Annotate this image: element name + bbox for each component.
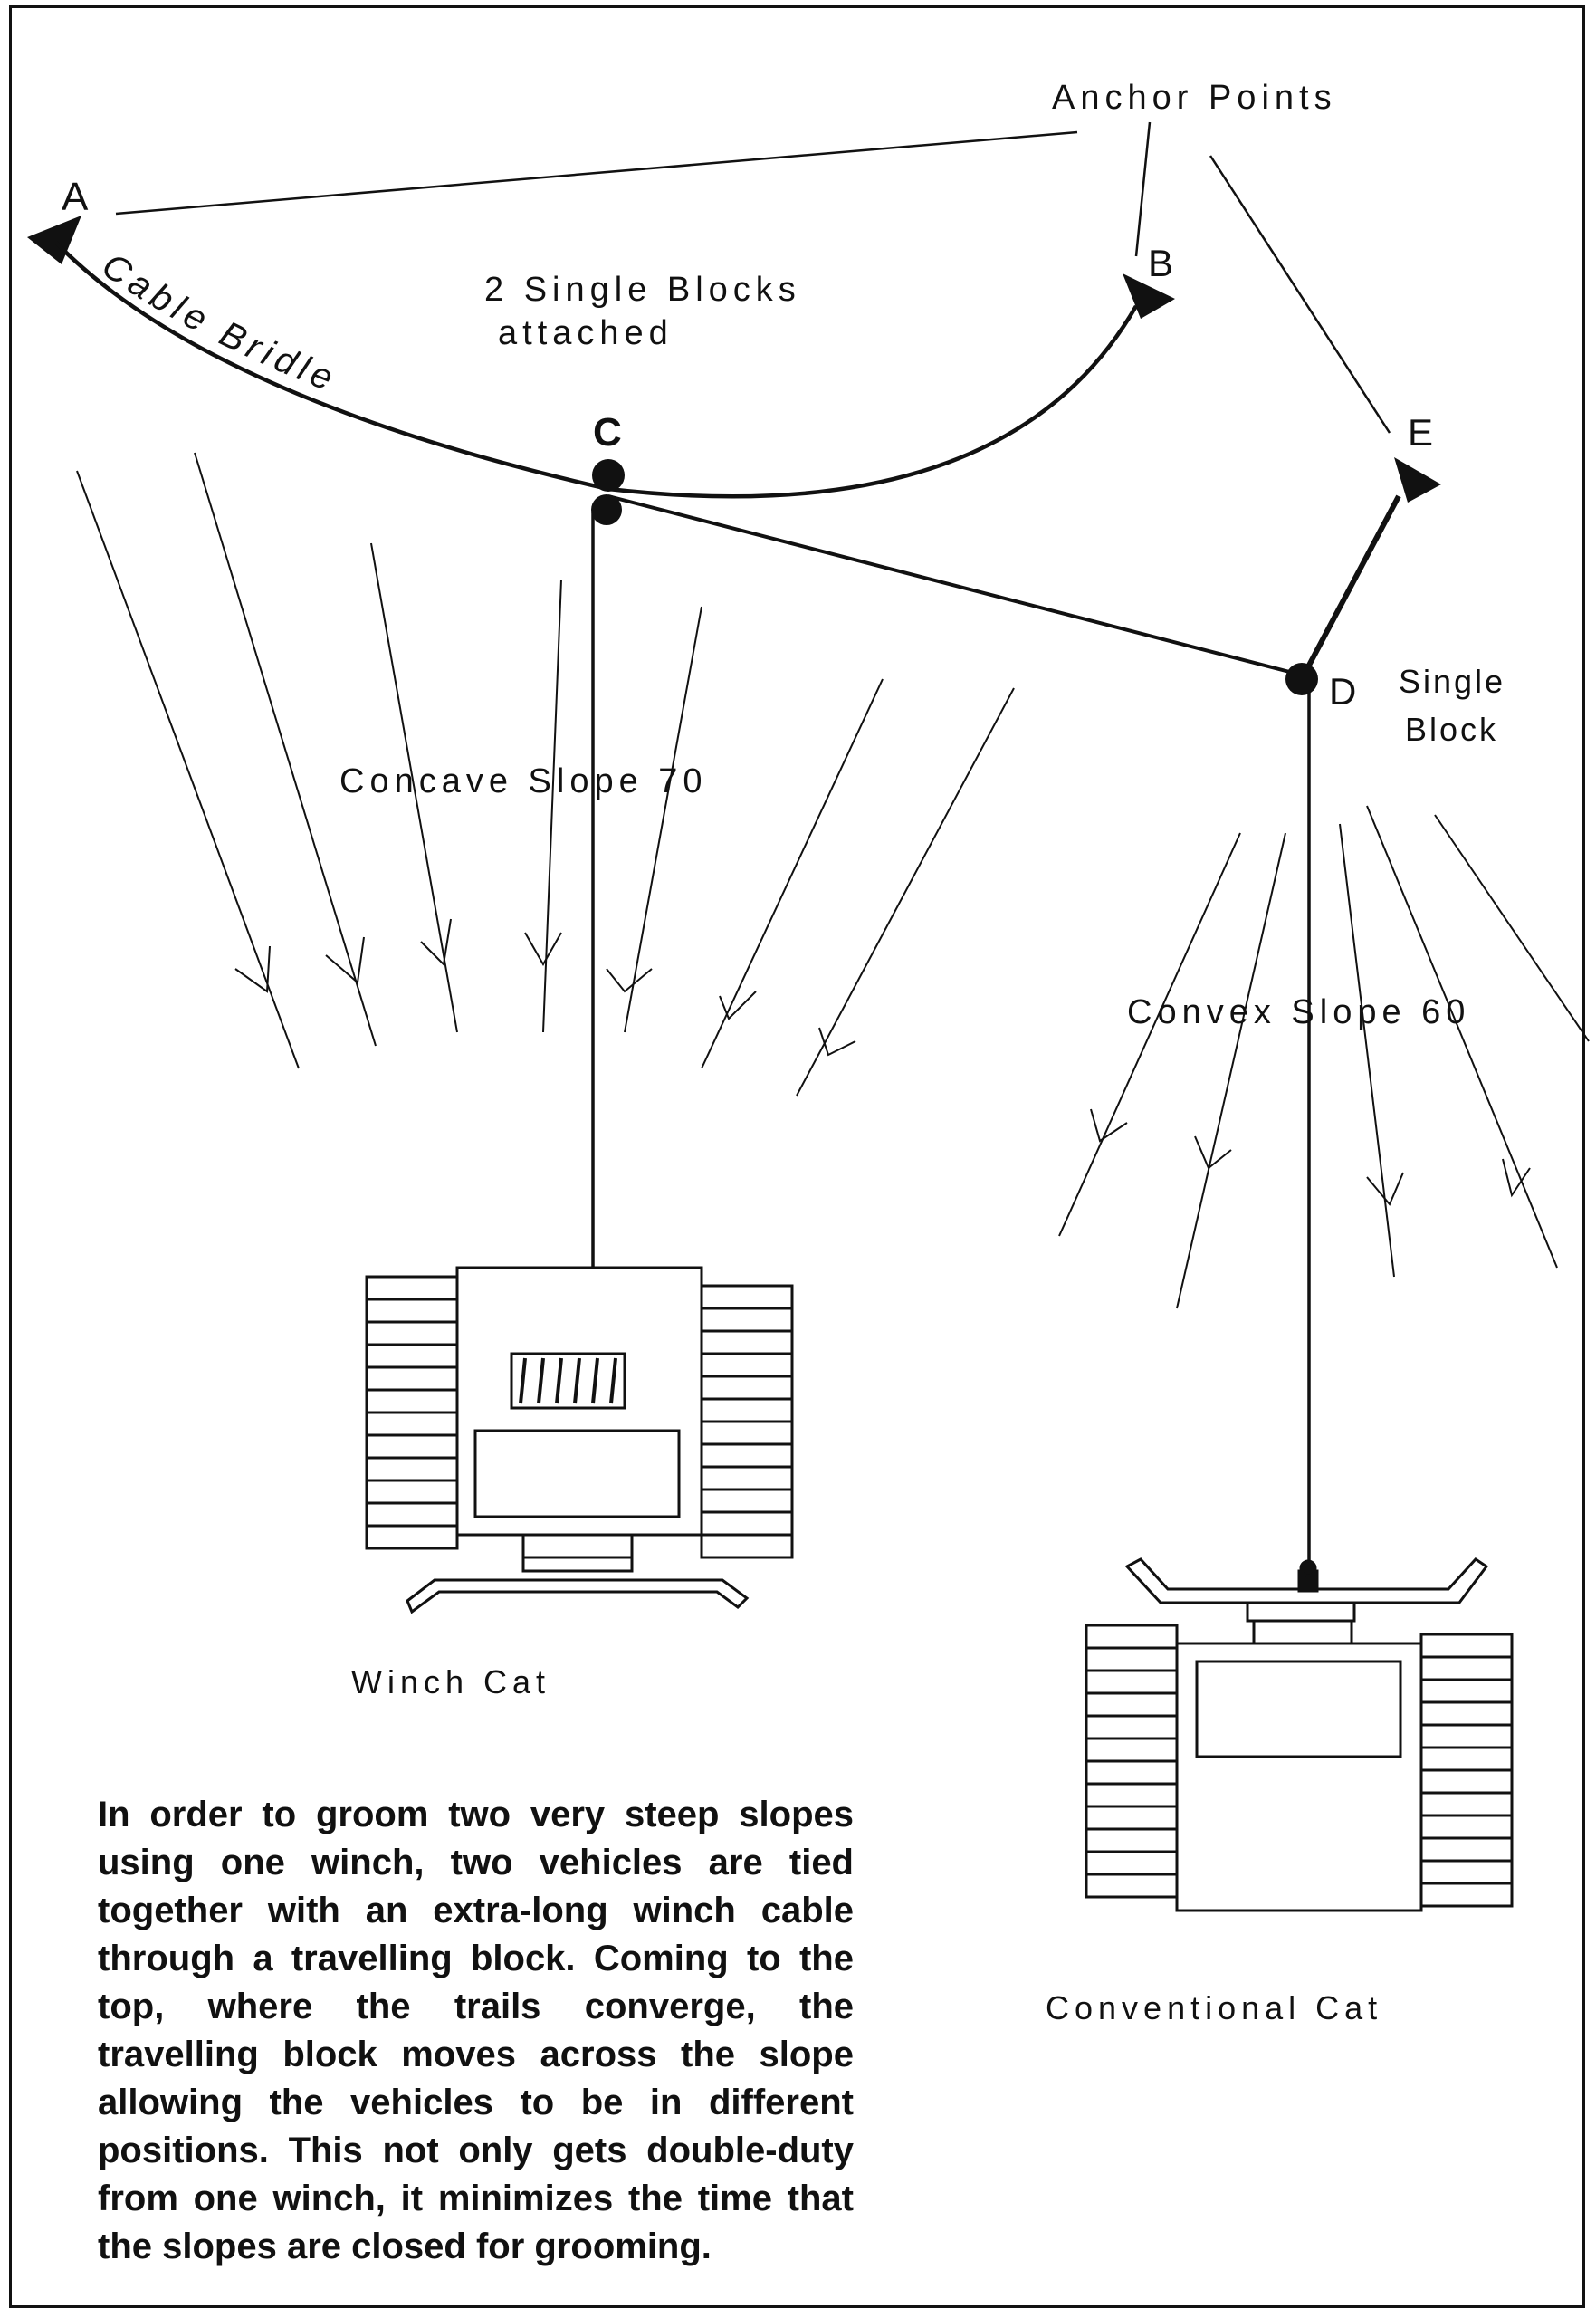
winch-cat-cab — [473, 1429, 681, 1518]
winch-cat-tiller — [406, 1578, 750, 1614]
anchor-e-icon — [1394, 457, 1441, 503]
winch-drum — [510, 1352, 626, 1410]
conventional-cat-label: Conventional Cat — [1046, 1989, 1382, 2026]
diagram-caption: In order to groom two very steep slopes … — [98, 1795, 854, 2266]
single-block-label-line2: Block — [1405, 711, 1498, 748]
anchor-leader-lines — [115, 121, 1391, 434]
winch-cat-label: Winch Cat — [351, 1663, 550, 1700]
block-c-upper — [592, 459, 625, 492]
hitch-icon — [1297, 1559, 1319, 1593]
winch-cat-right-track — [700, 1284, 794, 1559]
cable-bridle-label-path: Cable Bridle — [95, 245, 339, 400]
anchor-a-icon — [27, 216, 81, 264]
blocks-attached-label-line2: attached — [498, 314, 674, 352]
block-c-lower — [591, 494, 622, 525]
cable-bridle-label: Cable Bridle — [95, 245, 344, 400]
concave-slope-label: Concave Slope 70 — [339, 762, 708, 800]
winch-cables — [591, 494, 1401, 1585]
point-d-label: D — [1329, 670, 1356, 713]
winch-cat-vehicle — [365, 1266, 794, 1614]
concave-slope-arrows — [76, 452, 1015, 1097]
single-block-label-line1: Single — [1399, 663, 1505, 700]
point-c-label: C — [593, 410, 622, 455]
blocks-attached-label-line1: 2 Single Blocks — [484, 271, 801, 309]
point-b-label: B — [1148, 242, 1173, 284]
winch-cat-blade-mount — [521, 1533, 634, 1573]
winch-cat-left-track — [365, 1275, 459, 1550]
point-a-label: A — [62, 175, 89, 219]
convex-slope-arrows — [1058, 805, 1590, 1309]
anchor-b-icon — [1123, 273, 1175, 319]
conventional-cat-vehicle — [1085, 1557, 1514, 1912]
convex-slope-label: Convex Slope 60 — [1127, 993, 1470, 1031]
conventional-cat-left-track — [1085, 1624, 1179, 1899]
page-border — [9, 5, 1585, 2308]
point-e-label: E — [1408, 411, 1433, 454]
conventional-cat-right-track — [1419, 1633, 1514, 1908]
block-d — [1285, 663, 1318, 695]
conventional-cat-cab — [1195, 1660, 1402, 1758]
anchor-points-label: Anchor Points — [1052, 79, 1337, 117]
winch-drum-hatching — [519, 1357, 617, 1404]
